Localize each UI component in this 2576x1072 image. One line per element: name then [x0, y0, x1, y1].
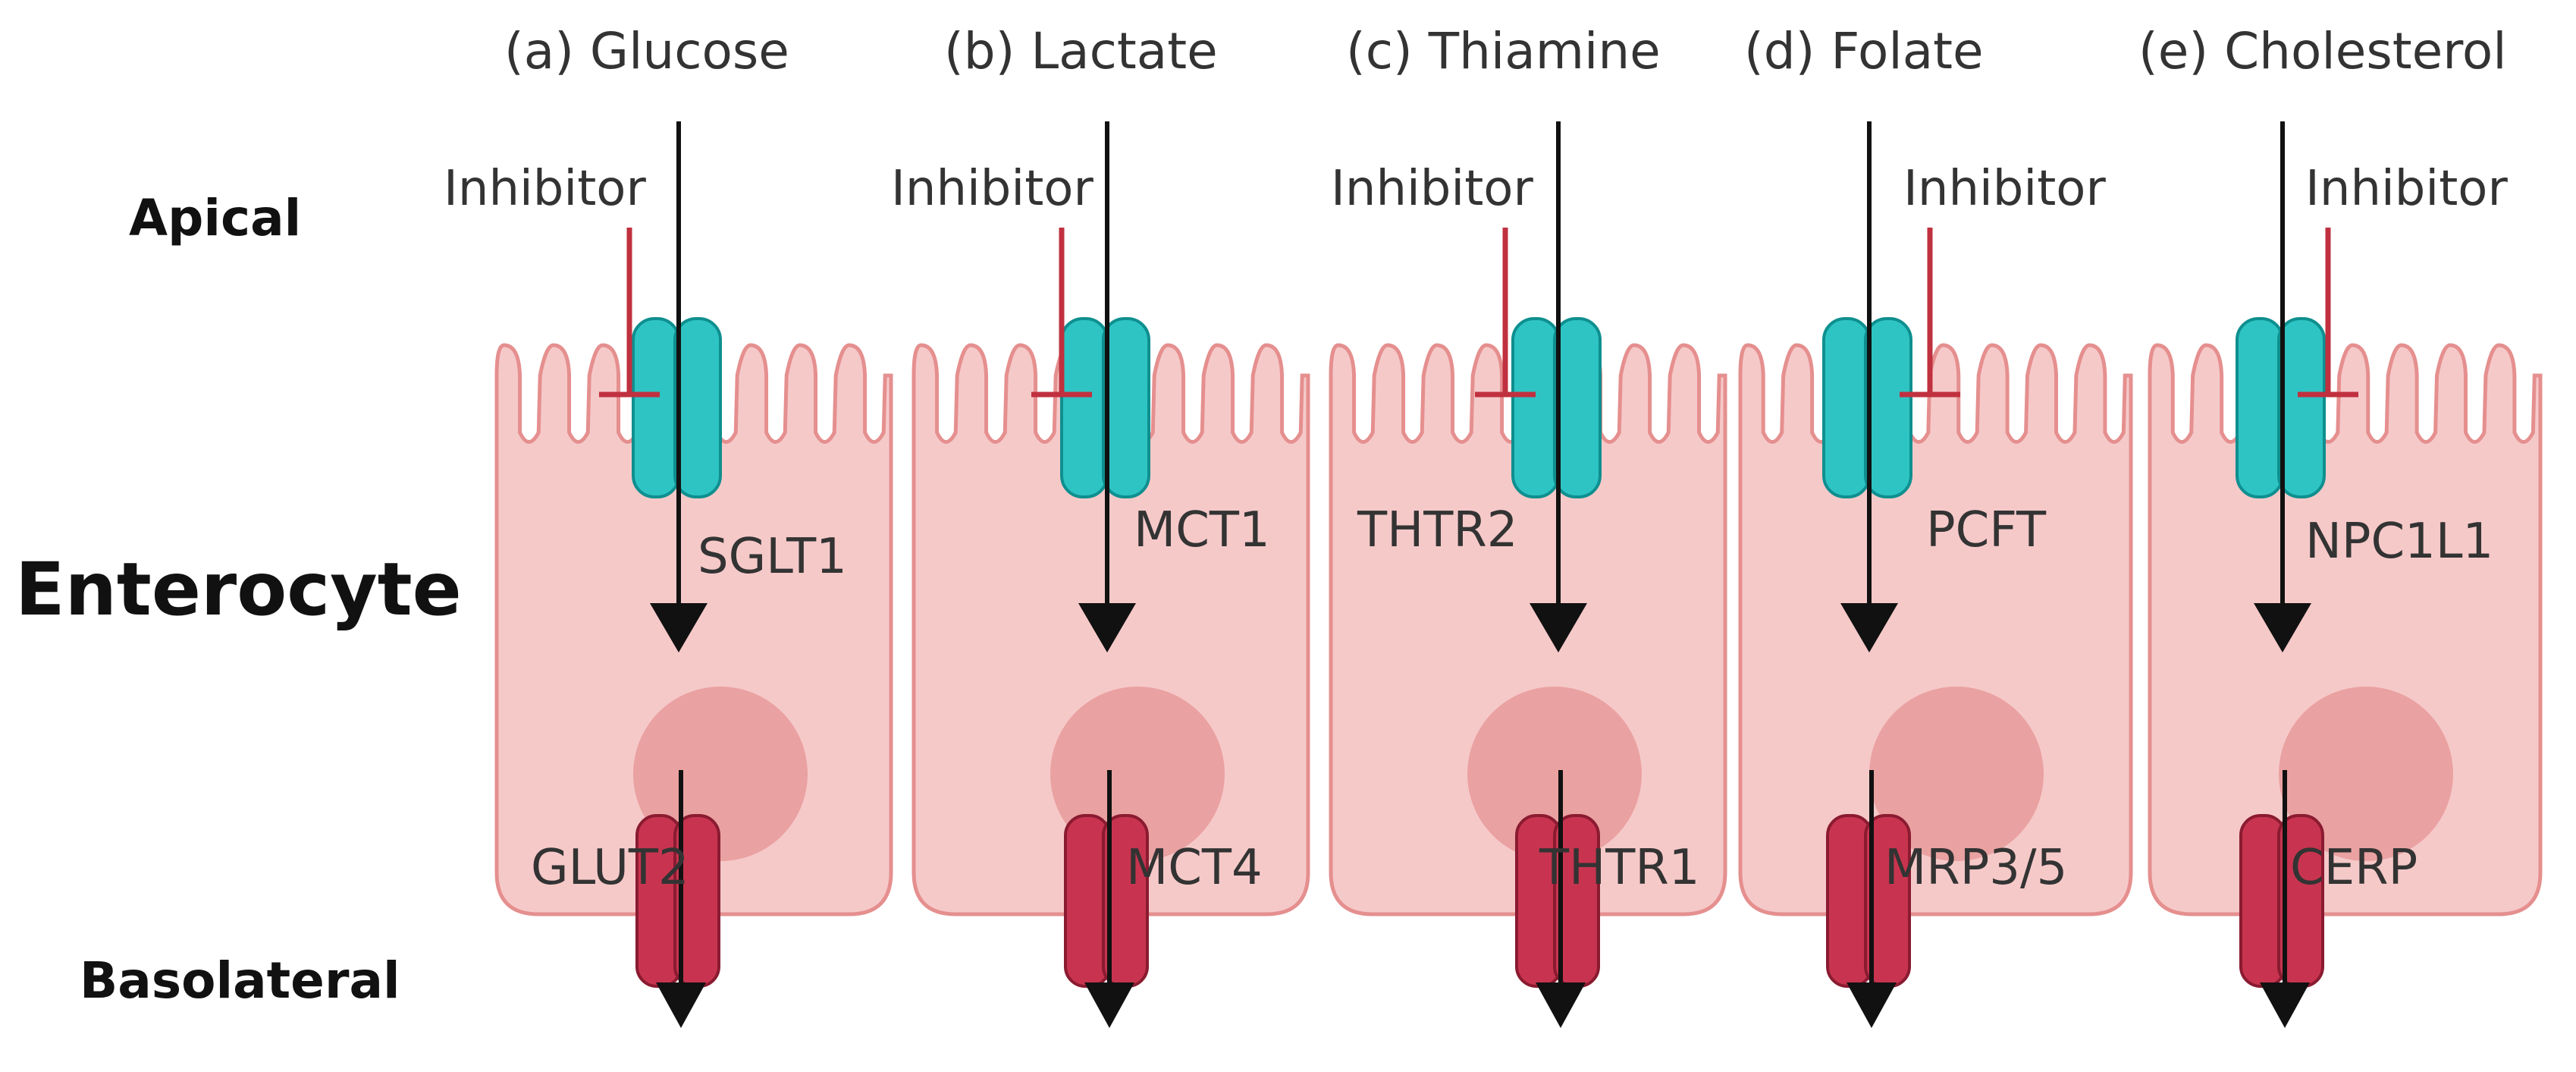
arrow-head-icon	[1530, 603, 1587, 652]
panel-title: (e) Cholesterol	[2138, 22, 2507, 80]
nucleus	[633, 687, 808, 861]
nucleus	[1869, 687, 2044, 861]
basolateral-transporter-label: MRP3/5	[1884, 840, 2067, 896]
arrow-head-icon	[1078, 603, 1136, 652]
apical-transporter-channel	[1511, 317, 1602, 498]
panel-title: (a) Glucose	[504, 22, 789, 80]
basolateral-transporter-label: MCT4	[1126, 840, 1263, 896]
panel-title: (c) Thiamine	[1346, 22, 1661, 80]
basolateral-transporter-channel	[2239, 814, 2324, 988]
nucleus	[1467, 687, 1642, 861]
panel-title: (b) Lactate	[944, 22, 1218, 80]
arrow-head-icon	[1084, 982, 1134, 1028]
basolateral-transporter-label: CERP	[2290, 840, 2418, 896]
arrow-head-icon	[1840, 603, 1898, 652]
arrow-head-icon	[650, 603, 708, 652]
apical-transporter-channel	[1060, 317, 1150, 498]
arrow-head-icon	[656, 982, 706, 1028]
enterocyte-label: Enterocyte	[15, 547, 462, 632]
arrow-head-icon	[1536, 982, 1586, 1028]
apical-transporter-label: MCT1	[1134, 502, 1270, 558]
basolateral-label: Basolateral	[80, 951, 400, 1010]
panel-title: (d) Folate	[1744, 22, 1984, 80]
inhibitor-label: Inhibitor	[891, 161, 1093, 217]
arrow-head-icon	[1846, 982, 1897, 1028]
apical-transporter-label: PCFT	[1926, 502, 2047, 558]
apical-transporter-channel	[1822, 317, 1912, 498]
arrow-head-icon	[2254, 603, 2311, 652]
nucleus	[2279, 687, 2453, 861]
inhibitor-label: Inhibitor	[1331, 161, 1533, 217]
basolateral-transporter-channel	[1515, 814, 1600, 988]
apical-transporter-channel	[632, 317, 722, 498]
basolateral-transporter-channel	[1064, 814, 1149, 988]
arrow-head-icon	[2260, 982, 2310, 1028]
apical-label: Apical	[129, 189, 301, 247]
apical-transporter-label: NPC1L1	[2305, 514, 2493, 570]
apical-transporter-label: THTR2	[1357, 502, 1518, 558]
basolateral-transporter-label: GLUT2	[531, 840, 689, 896]
basolateral-transporter-label: THTR1	[1539, 840, 1700, 896]
basolateral-transporter-channel	[1826, 814, 1911, 988]
apical-transporter-label: SGLT1	[698, 529, 847, 585]
inhibitor-label: Inhibitor	[444, 161, 646, 217]
inhibitor-label: Inhibitor	[1903, 161, 2106, 217]
inhibitor-label: Inhibitor	[2305, 161, 2508, 217]
